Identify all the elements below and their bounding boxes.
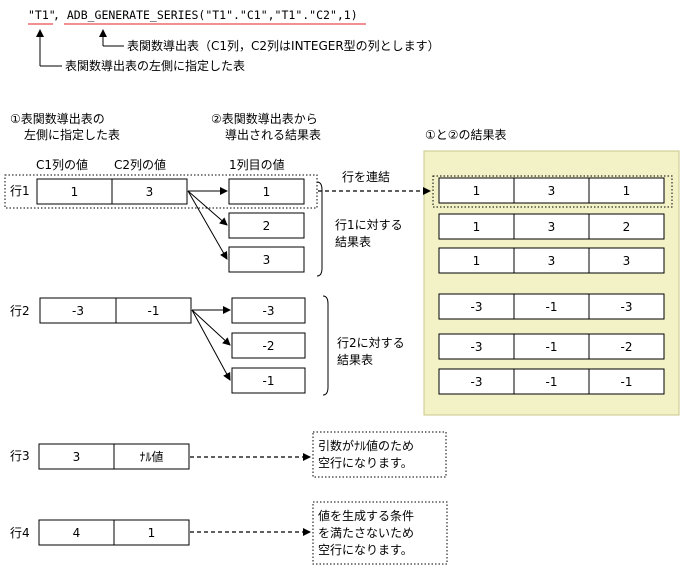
result-cell: -1 (621, 375, 633, 389)
row2-left-table: -3 -1 (39, 297, 192, 324)
result-cell: 3 (623, 254, 631, 268)
row2-result-label-2: 結果表 (337, 353, 373, 367)
row2-output-cells: -3 -2 -1 (231, 297, 306, 394)
heading-mid-1: ②表関数導出表から (211, 111, 318, 126)
row1-brace (316, 181, 323, 277)
row1-left-table: 1 3 (36, 178, 188, 205)
row2-result-label-1: 行2に対する (337, 336, 405, 350)
row3-note-1: 引数がﾅﾙ値のため (318, 438, 414, 453)
row3-note-box (312, 431, 447, 478)
row2-out-2: -2 (263, 339, 275, 353)
heading-mid-2: 導出される結果表 (225, 128, 321, 142)
result-cell: -1 (546, 340, 558, 354)
result-row1-highlight (432, 175, 673, 208)
row3-c2: ﾅﾙ値 (139, 449, 163, 464)
formula-generate-series: , ADB_GENERATE_SERIES("T1"."C1","T1"."C2… (53, 8, 358, 22)
result-row: 1 3 3 (438, 247, 665, 274)
heading-left-1: ①表関数導出表の (10, 111, 105, 126)
row-label-3: 行3 (10, 449, 30, 463)
result-cell: -1 (546, 375, 558, 389)
row2-brace (322, 295, 329, 396)
row1-highlight (4, 174, 318, 209)
result-row: 1 3 2 (438, 213, 665, 240)
result-row: 1 3 1 (438, 177, 665, 204)
row2-out-1: -3 (263, 304, 275, 318)
result-cell: -3 (471, 340, 483, 354)
note-left-table: 表関数導出表の左側に指定した表 (65, 58, 245, 73)
row1-result-label-2: 結果表 (335, 235, 371, 249)
result-cell: 3 (548, 184, 556, 198)
row4-c1: 4 (73, 526, 81, 540)
row3-c1: 3 (73, 450, 81, 464)
row2-c1: -3 (72, 304, 84, 318)
col-heading-c1: C1列の値 (36, 157, 88, 172)
result-cell: -3 (471, 375, 483, 389)
row3-note-2: 空行になります。 (318, 456, 413, 470)
result-cell: -2 (621, 340, 633, 354)
result-cell: 2 (623, 220, 631, 234)
result-cell: -3 (471, 300, 483, 314)
row-label-1: 行1 (10, 184, 30, 198)
row1-fan-arrows (187, 187, 228, 260)
row4-left-table: 4 1 (38, 519, 190, 546)
result-table: 1 3 1 1 3 2 1 3 3 -3 -1 -3 -3 -1 -2 (438, 177, 665, 395)
result-cell: 1 (623, 184, 631, 198)
row2-out-3: -1 (263, 374, 275, 388)
result-cell: 1 (473, 220, 481, 234)
note-table-function: 表関数導出表（C1列，C2列はINTEGER型の列とします） (127, 38, 440, 53)
col-heading-c2: C2列の値 (114, 157, 166, 172)
row1-c1: 1 (71, 185, 79, 199)
row4-c2: 1 (148, 526, 156, 540)
result-cell: 1 (473, 184, 481, 198)
result-row: -3 -1 -1 (438, 368, 665, 395)
heading-left-2: 左側に指定した表 (24, 127, 120, 142)
row1-output-cells: 1 2 3 (228, 178, 305, 273)
result-row: -3 -1 -2 (438, 333, 665, 360)
result-cell: -1 (546, 300, 558, 314)
concat-label: 行を連結 (342, 170, 390, 184)
row4-note-2: を満たさないため (318, 526, 414, 540)
row-label-2: 行2 (10, 304, 30, 318)
col-heading-first: 1列目の値 (229, 157, 285, 172)
row2-fan-arrows (191, 306, 231, 381)
result-row: -3 -1 -3 (438, 293, 665, 320)
result-cell: 3 (548, 220, 556, 234)
row4-note-3: 空行になります。 (318, 543, 413, 557)
result-cell: 1 (473, 254, 481, 268)
row3-left-table: 3 ﾅﾙ値 (38, 443, 190, 470)
heading-result: ①と②の結果表 (425, 128, 507, 142)
row1-out-2: 2 (263, 219, 271, 233)
row4-note-1: 値を生成する条件 (318, 508, 414, 523)
row1-out-3: 3 (263, 253, 271, 267)
result-cell: -3 (621, 300, 633, 314)
row2-c2: -1 (148, 304, 160, 318)
row4-note-box (312, 501, 448, 565)
result-cell: 3 (548, 254, 556, 268)
row1-c2: 3 (146, 185, 154, 199)
row-label-4: 行4 (10, 526, 30, 540)
formula-arg1: "T1" (28, 8, 56, 22)
row1-out-1: 1 (263, 185, 271, 199)
row1-result-label-1: 行1に対する (335, 218, 403, 232)
